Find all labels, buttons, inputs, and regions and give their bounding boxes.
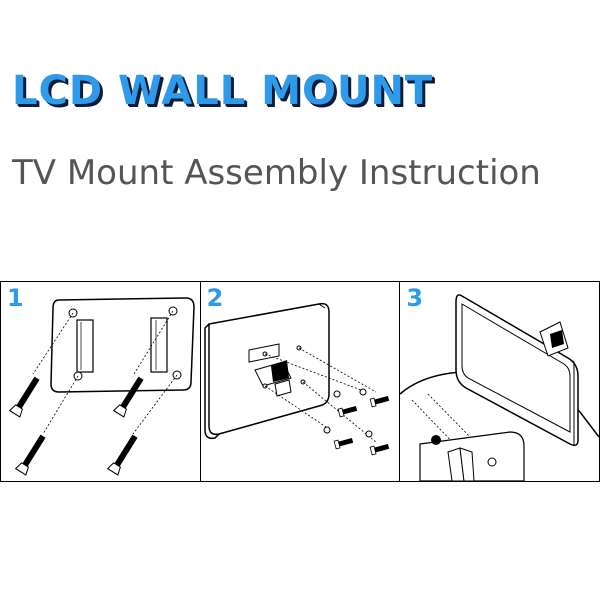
page-subtitle: TV Mount Assembly Instruction — [12, 153, 541, 193]
step-2-illustration — [203, 302, 389, 456]
plate-slot-right — [150, 317, 168, 373]
step-3-illustration — [400, 294, 600, 481]
washer-icon — [333, 390, 341, 398]
step-2-panel: 2 — [199, 282, 400, 481]
screw-icon — [337, 405, 357, 418]
step-3-panel: 3 — [399, 282, 600, 481]
washer-icon — [359, 388, 367, 396]
screw-icon — [369, 443, 389, 456]
step-1-panel: 1 — [1, 282, 200, 481]
step-2-number: 2 — [206, 284, 224, 312]
plate-slot-left — [76, 319, 94, 373]
step-1-number: 1 — [7, 284, 24, 312]
instruction-steps: 1 — [0, 281, 600, 482]
washer-icon — [323, 426, 331, 434]
step-1-illustration — [8, 297, 195, 476]
screw-icon — [369, 395, 389, 408]
screw-icon — [8, 376, 40, 418]
step-3-number: 3 — [406, 284, 424, 312]
screw-icon — [112, 376, 144, 418]
washer-icon — [365, 430, 373, 438]
screw-icon — [14, 434, 46, 476]
page-title: LCD WALL MOUNT — [12, 68, 434, 114]
screw-icon — [106, 434, 138, 476]
wall-bracket — [447, 447, 465, 481]
screw-icon — [333, 437, 353, 450]
